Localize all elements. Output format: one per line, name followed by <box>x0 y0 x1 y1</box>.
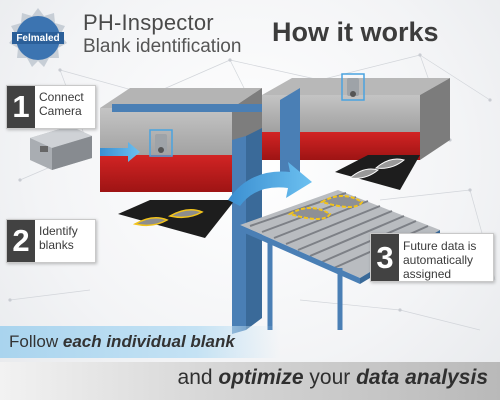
right-press-red-side <box>262 132 420 160</box>
step-label: Connect Camera <box>39 90 84 118</box>
optimize-prefix: and <box>177 366 219 389</box>
headline: How it works <box>272 17 439 47</box>
step-label: Future data is automatically assigned <box>403 239 476 281</box>
step-1-card: 1 Connect Camera <box>6 85 96 129</box>
logo-text: Felmaled <box>16 33 59 44</box>
camera-icon <box>149 129 173 157</box>
page-title: PH-Inspector <box>83 10 214 35</box>
step-number: 3 <box>371 234 399 281</box>
follow-emphasis: each individual blank <box>62 332 235 351</box>
step-number: 1 <box>7 86 35 128</box>
optimize-middle: your <box>303 366 357 389</box>
camera-icon <box>341 73 365 101</box>
step-label-line: Camera <box>39 104 82 118</box>
step-2-card: 2 Identify blanks <box>6 219 96 263</box>
step-label-line: Future data is <box>403 239 477 253</box>
step-3-card: 3 Future data is automatically assigned <box>370 233 494 282</box>
camera-icon <box>30 126 92 170</box>
logo-seal-icon: Felmaled <box>9 8 67 67</box>
optimize-suffix: data analysis <box>356 366 488 389</box>
curved-arrow-icon <box>228 162 312 206</box>
step-label-line: Connect <box>39 90 84 104</box>
step-label-line: assigned <box>403 267 452 281</box>
page-subtitle: Blank identification <box>83 36 242 57</box>
blue-pillar <box>232 136 246 334</box>
left-press-red-side <box>100 155 232 192</box>
tracked-blank <box>287 207 332 220</box>
tracked-blank <box>319 195 364 208</box>
step-label-line: Identify <box>39 224 78 238</box>
follow-prefix: Follow <box>9 332 63 351</box>
step-label-line: blanks <box>39 238 74 252</box>
step-label: Identify blanks <box>39 224 78 252</box>
left-press-top <box>100 88 262 108</box>
follow-banner <box>0 326 280 358</box>
optimize-emphasis: optimize <box>218 366 304 389</box>
blue-beam-top <box>112 104 290 112</box>
step-number: 2 <box>7 220 35 262</box>
optimize-text: and optimize your data analysis <box>178 366 488 390</box>
follow-text: Follow each individual blank <box>9 332 235 352</box>
right-blank-tray <box>335 155 420 190</box>
arrow-icon <box>100 142 140 162</box>
step-label-line: automatically <box>403 253 474 267</box>
optimize-banner <box>0 362 500 400</box>
right-press-body <box>262 95 420 138</box>
left-blank-tray <box>118 200 235 238</box>
